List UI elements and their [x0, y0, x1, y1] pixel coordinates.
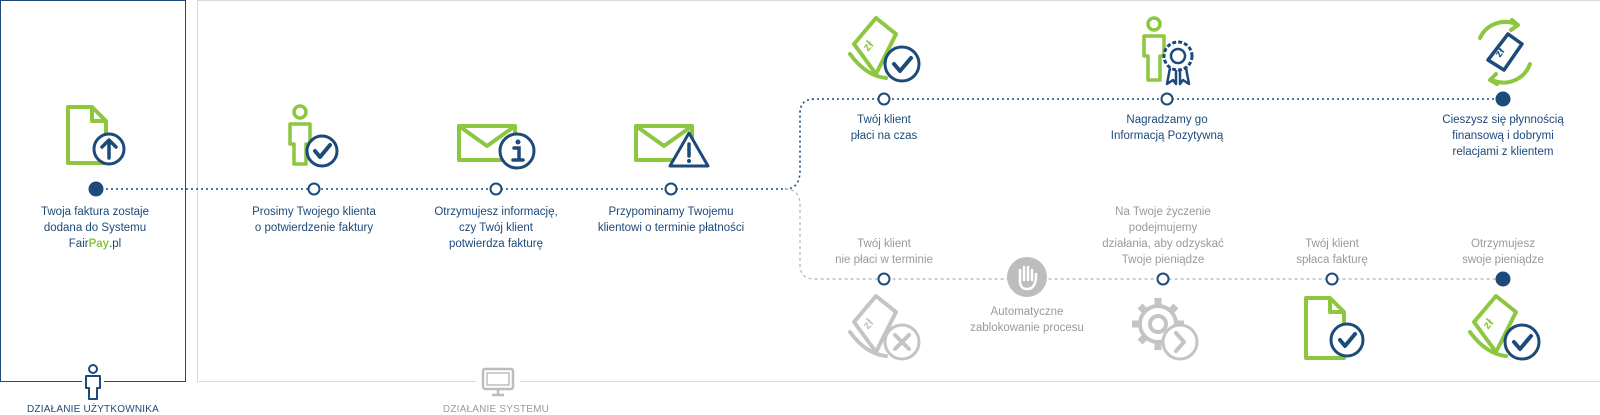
node-reminder — [664, 182, 678, 196]
node-upload — [88, 181, 104, 197]
monitor-icon — [476, 366, 520, 398]
step-label-not-paid: Twój klient nie płaci w terminie — [835, 238, 933, 266]
step-label-pays-on-time: Twój klient płaci na czas — [850, 114, 918, 142]
svg-text:zł: zł — [860, 37, 877, 54]
node-confirm-request — [307, 182, 321, 196]
envelope-warning-icon — [634, 124, 710, 168]
document-check-icon — [1304, 296, 1365, 360]
document-upload-icon — [66, 105, 126, 166]
node-client-pays — [1325, 272, 1339, 286]
node-get-money — [1495, 271, 1511, 287]
person-check-icon — [288, 104, 339, 168]
node-reward — [1160, 92, 1174, 106]
node-liquidity — [1495, 91, 1511, 107]
brand-name-highlight: Pay — [88, 238, 110, 250]
invoice-check-icon: zł — [848, 16, 921, 83]
step-label-get-money: Otrzymujesz swoje pieniądze — [1462, 238, 1544, 266]
system-action-label: DZIAŁANIE SYSTEMU — [438, 404, 554, 415]
step-label-confirmation-info: Otrzymujesz informację, czy Twój klient … — [434, 206, 558, 250]
gear-arrow-icon — [1132, 298, 1199, 361]
node-pays-on-time — [877, 92, 891, 106]
step-label-client-pays: Twój klient spłaca fakturę — [1296, 238, 1368, 266]
step-label-confirm-request: Prosimy Twojego klienta o potwierdzenie … — [252, 206, 376, 234]
invoice-cross-icon: zł — [848, 294, 921, 361]
step-label-reminder: Przypominamy Twojemu klientowi o termini… — [597, 206, 745, 234]
node-not-paid — [877, 272, 891, 286]
svg-text:zł: zł — [1493, 46, 1508, 60]
money-check-icon: zł — [1468, 294, 1541, 361]
brand-name-prefix: Fair — [68, 238, 89, 250]
svg-text:zł: zł — [1480, 315, 1497, 332]
user-action-label: DZIAŁANIE UŻYTKOWNIKA — [23, 404, 163, 415]
user-icon — [82, 364, 104, 400]
person-award-icon — [1142, 16, 1194, 86]
hand-stop-icon — [1007, 257, 1047, 297]
envelope-info-icon — [457, 124, 536, 170]
step-label-auto-block: Automatyczne zablokowanie procesu — [970, 306, 1084, 334]
negative-branch-line — [784, 188, 1505, 280]
svg-text:zł: zł — [860, 315, 877, 332]
step-label-liquidity: Cieszysz się płynnością finansową i dobr… — [1442, 114, 1564, 158]
node-confirmation-info — [489, 182, 503, 196]
step-label-recovery: Na Twoje życzenie podejmujemy działania,… — [1102, 206, 1224, 266]
money-cycle-icon: zł — [1478, 18, 1532, 86]
brand-name-suffix: .pl — [109, 238, 122, 250]
node-recovery — [1156, 272, 1170, 286]
step-label-reward: Nagradzamy go Informacją Pozytywną — [1110, 114, 1224, 142]
step-label-upload: Twoja faktura zostaje dodana do Systemu … — [40, 206, 150, 250]
